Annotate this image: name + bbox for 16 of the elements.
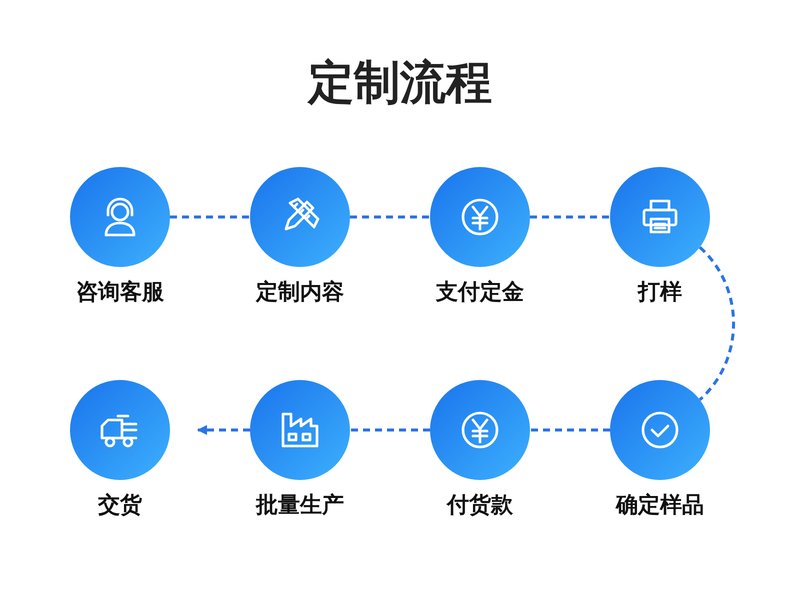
title: 定制流程 [306, 54, 493, 111]
step-label: 定制内容 [254, 279, 345, 307]
step-label: 付货款 [445, 492, 514, 520]
step-label: 确定样品 [614, 492, 705, 520]
dashed-arrow [197, 425, 250, 435]
step-label: 打样 [636, 279, 683, 307]
dashed-line [170, 216, 250, 218]
dashed-line [530, 216, 610, 218]
step-label: 支付定金 [434, 279, 525, 307]
dashed-line [698, 246, 735, 401]
dashed-line [350, 428, 430, 432]
dashed-line [530, 428, 610, 432]
step-label: 咨询客服 [75, 279, 165, 307]
dashed-line [350, 216, 430, 218]
step-label: 批量生产 [254, 492, 345, 520]
step-label: 交货 [97, 492, 143, 520]
